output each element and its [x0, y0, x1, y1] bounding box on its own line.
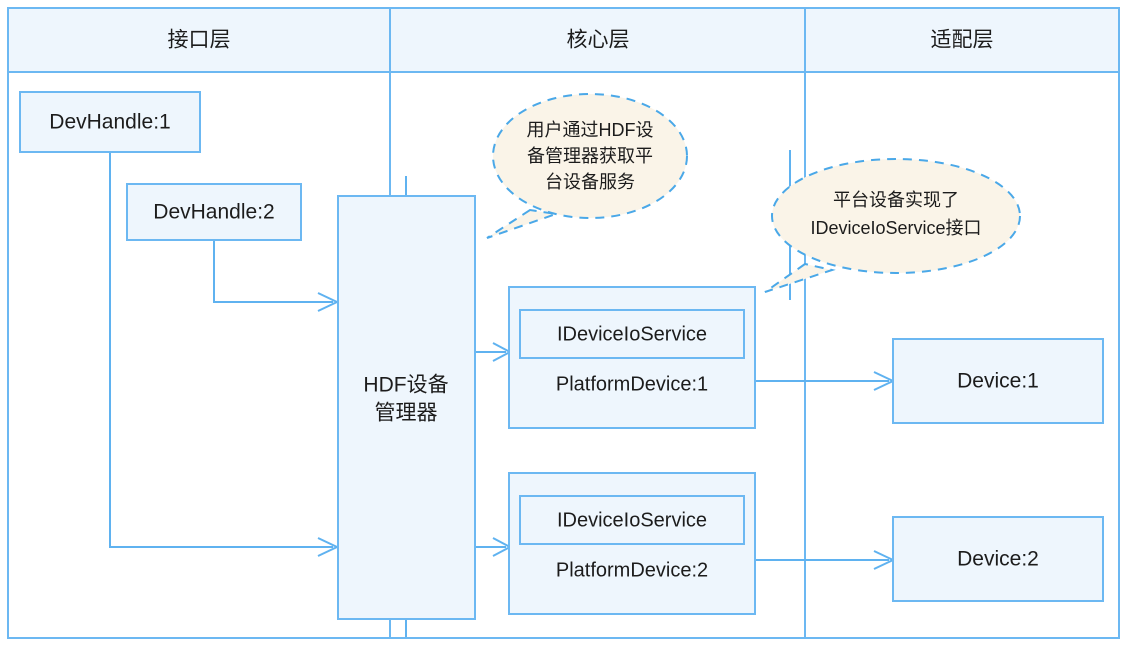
outer-frame — [7, 7, 1120, 639]
hdf-manager-box[interactable] — [337, 195, 476, 620]
node-platformdevice-1[interactable]: IDeviceIoService PlatformDevice:1 — [508, 286, 756, 429]
callout-hdf-manager-line-1: 用户通过HDF设 — [527, 120, 654, 140]
devhandle-2-box[interactable] — [126, 183, 302, 241]
callout-hdf-manager: 用户通过HDF设 备管理器获取平 台设备服务 — [486, 93, 688, 239]
node-platformdevice-2[interactable]: IDeviceIoService PlatformDevice:2 — [508, 472, 756, 615]
hdf-manager-label-line1: HDF设备 — [363, 374, 448, 397]
device-1-box[interactable] — [892, 338, 1104, 424]
node-hdf-manager[interactable]: HDF设备 管理器 — [337, 195, 476, 620]
node-device-1[interactable]: Device:1 — [892, 338, 1104, 424]
column-header-adapter: 适配层 — [931, 29, 994, 52]
connector-devhandle2-to-hdf — [213, 240, 333, 303]
devhandle-1-box[interactable] — [19, 91, 201, 153]
platformdevice-1-interface-label: IDeviceIoService — [557, 323, 707, 345]
devhandle-2-label: DevHandle:2 — [153, 201, 274, 224]
callout-hdf-manager-line-2: 备管理器获取平 — [527, 146, 653, 166]
callout-hdf-manager-tail — [486, 208, 557, 239]
callout-platform-device-line-1: 平台设备实现了 — [833, 190, 959, 210]
callout-platform-device: 平台设备实现了 IDeviceIoService接口 — [764, 158, 1021, 293]
platformdevice-2-interface-label: IDeviceIoService — [557, 509, 707, 531]
hdf-manager-label-line2: 管理器 — [375, 402, 438, 425]
platformdevice-1-interface-box[interactable] — [519, 309, 745, 359]
swimlane-frame — [7, 7, 1120, 639]
platformdevice-2-interface-box[interactable] — [519, 495, 745, 545]
callout-platform-device-line-2: IDeviceIoService接口 — [810, 218, 981, 238]
device-2-label: Device:2 — [957, 548, 1039, 571]
header-cell-bg-adapter — [806, 9, 1118, 71]
header-cell-bg-interface — [9, 9, 390, 71]
callout-hdf-manager-line-3: 台设备服务 — [545, 172, 635, 192]
device-1-label: Device:1 — [957, 370, 1039, 393]
column-header-interface: 接口层 — [168, 29, 231, 52]
node-device-2[interactable]: Device:2 — [892, 516, 1104, 602]
callout-platform-device-bubble — [771, 158, 1021, 274]
platformdevice-2-label: PlatformDevice:2 — [556, 559, 708, 581]
header-cell-bg-core — [391, 9, 805, 71]
callout-platform-device-tail — [764, 262, 836, 293]
column-header-core: 核心层 — [567, 29, 630, 52]
node-devhandle-1[interactable]: DevHandle:1 — [19, 91, 201, 153]
device-2-box[interactable] — [892, 516, 1104, 602]
callout-hdf-manager-bubble — [492, 93, 688, 219]
node-devhandle-2[interactable]: DevHandle:2 — [126, 183, 302, 241]
devhandle-1-label: DevHandle:1 — [49, 111, 170, 134]
platformdevice-1-label: PlatformDevice:1 — [556, 373, 708, 395]
connector-devhandle1-to-hdf — [109, 152, 333, 548]
